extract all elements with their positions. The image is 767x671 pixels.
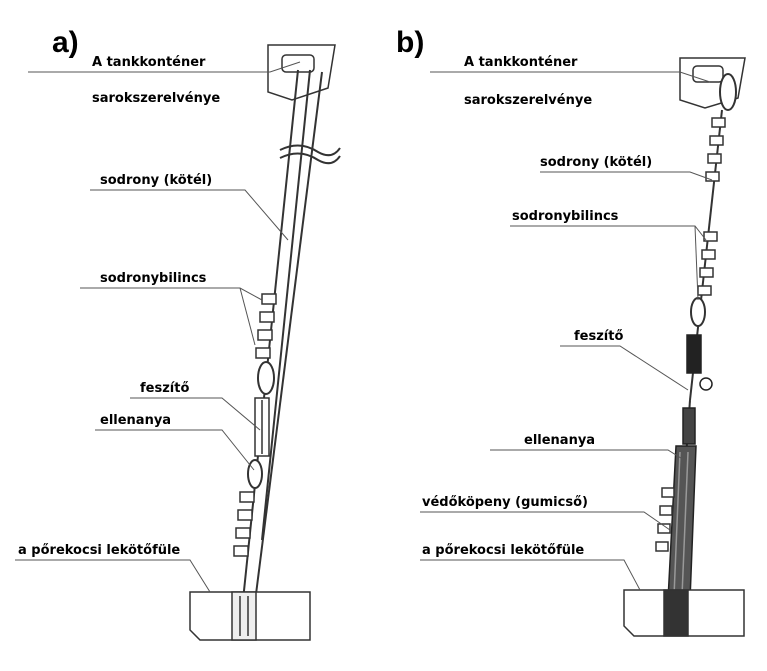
panel-a-lashing-lug xyxy=(189,591,311,641)
panel-b-title: b) xyxy=(396,26,424,59)
panel-b-sleeve-label: védőköpeny (gumicső) xyxy=(422,495,588,510)
panel-a-wire-label: sodrony (kötél) xyxy=(100,173,212,188)
panel-b-corner-label: A tankkonténer xyxy=(464,55,578,70)
panel-b-locknut xyxy=(682,407,696,445)
panel-a-lower-eye xyxy=(247,459,263,489)
panel-a-clamps-lower xyxy=(233,491,255,557)
panel-b-clamp-label: sodronybilincs xyxy=(512,209,619,224)
panel-a-locknut-label: ellenanya xyxy=(100,413,171,428)
panel-b-tensioner-label: feszítő xyxy=(574,329,623,344)
panel-a-tensioner xyxy=(254,397,270,457)
panel-a-lug-label: a pőrekocsi lekötőfüle xyxy=(18,543,180,558)
panel-b-locknut-label: ellenanya xyxy=(524,433,595,448)
panel-b-tensioner xyxy=(686,334,713,391)
panel-b-shackle xyxy=(719,73,737,111)
panel-b-corner-label-2: sarokszerelvénye xyxy=(464,93,592,108)
panel-b-clamps-lower xyxy=(655,487,675,552)
panel-a: a) xyxy=(15,26,341,641)
panel-a-clamp-label: sodronybilincs xyxy=(100,271,207,286)
panel-a-tensioner-label: feszítő xyxy=(140,381,189,396)
panel-b-clamps-upper xyxy=(705,117,726,182)
panel-b-leaders xyxy=(420,71,713,591)
panel-b-lashing-lug xyxy=(623,589,745,637)
panel-a-thimble xyxy=(257,361,275,395)
panel-b: b) xyxy=(396,26,746,637)
panel-a-title: a) xyxy=(52,26,79,59)
panel-b-wire-label: sodrony (kötél) xyxy=(540,155,652,170)
panel-b-sleeve xyxy=(667,445,697,601)
panel-b-clamps-middle xyxy=(697,231,718,296)
panel-b-eye xyxy=(690,297,706,327)
panel-a-break-mark xyxy=(279,144,341,165)
panel-a-corner-label-2: sarokszerelvénye xyxy=(92,91,220,106)
panel-a-corner-label: A tankkonténer xyxy=(92,55,206,70)
panel-b-lug-label: a pőrekocsi lekötőfüle xyxy=(422,543,584,558)
panel-a-leaders xyxy=(15,61,301,593)
panel-a-clamps-upper xyxy=(255,293,277,359)
panel-a-corner-fitting xyxy=(267,44,336,101)
